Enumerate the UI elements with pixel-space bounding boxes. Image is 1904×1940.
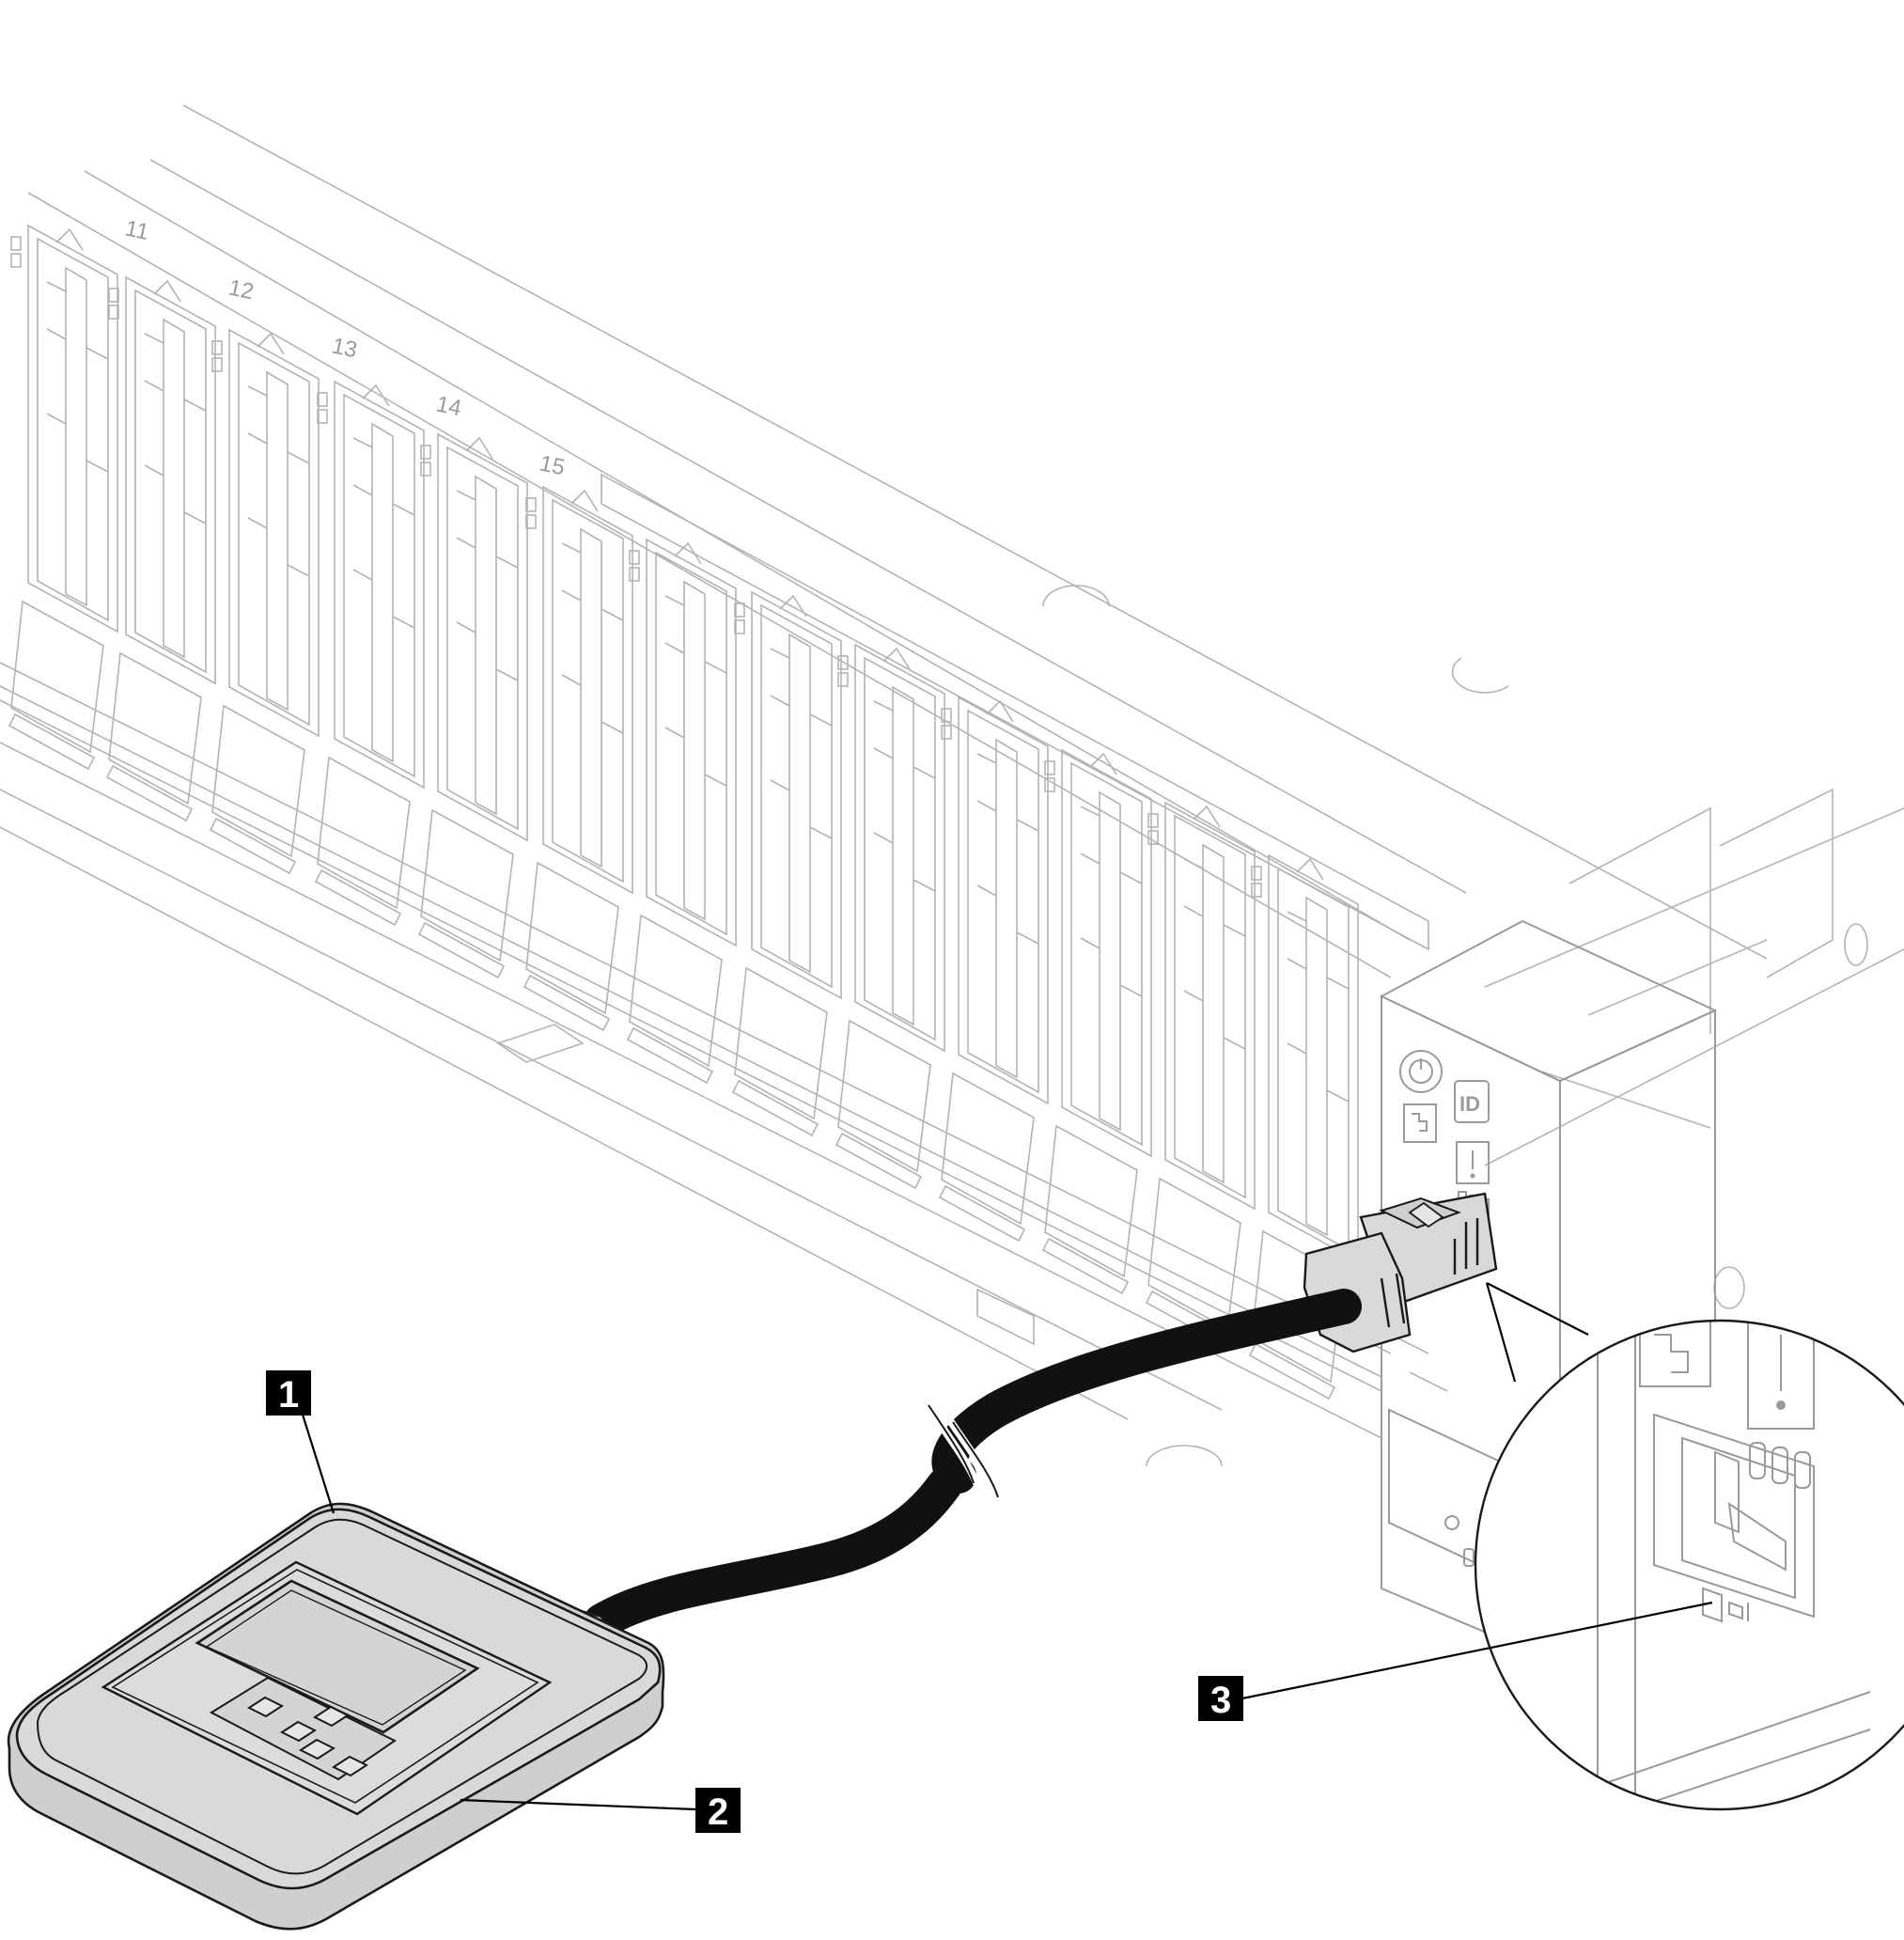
callout-2: 2 [460, 1788, 741, 1833]
server-chassis [0, 104, 1904, 1467]
power-button-icon [1399, 1050, 1443, 1093]
network-activity-icon [1403, 1103, 1437, 1143]
drive-bay [8, 225, 118, 770]
id-button-icon: ID [1454, 1080, 1490, 1123]
cable-connector [1303, 1192, 1498, 1353]
bay-number-12: 12 [226, 274, 257, 305]
drive-bay [1146, 802, 1256, 1347]
callout-1-label: 1 [278, 1374, 299, 1416]
bay-number-15: 15 [538, 450, 568, 480]
bay-numbers: 11 12 13 14 15 [123, 215, 568, 480]
external-diagnostics-handset [7, 1502, 665, 1931]
drive-bay [315, 381, 425, 926]
drive-bays [8, 225, 1429, 1400]
bay-number-13: 13 [330, 333, 360, 363]
drive-bay [523, 486, 633, 1031]
system-error-icon [1456, 1141, 1490, 1184]
bay-number-11: 11 [123, 215, 151, 245]
drive-bay [418, 433, 528, 978]
diagnostics-port-icon [1702, 1587, 1749, 1623]
cable [584, 1289, 1362, 1639]
drive-bay [939, 696, 1049, 1242]
drive-bay [835, 644, 945, 1189]
drive-bay [1042, 749, 1152, 1294]
callout-3: 3 [1198, 1601, 1713, 1721]
magnified-inset [1474, 1282, 1904, 1811]
drive-bay [210, 329, 320, 874]
callout-2-label: 2 [708, 1791, 728, 1833]
callout-1: 1 [266, 1370, 336, 1514]
svg-text:ID: ID [1459, 1092, 1480, 1116]
drive-bay [106, 276, 216, 821]
bay-number-14: 14 [434, 391, 464, 421]
keypad-buttons [246, 1696, 369, 1777]
callout-3-label: 3 [1210, 1680, 1231, 1721]
